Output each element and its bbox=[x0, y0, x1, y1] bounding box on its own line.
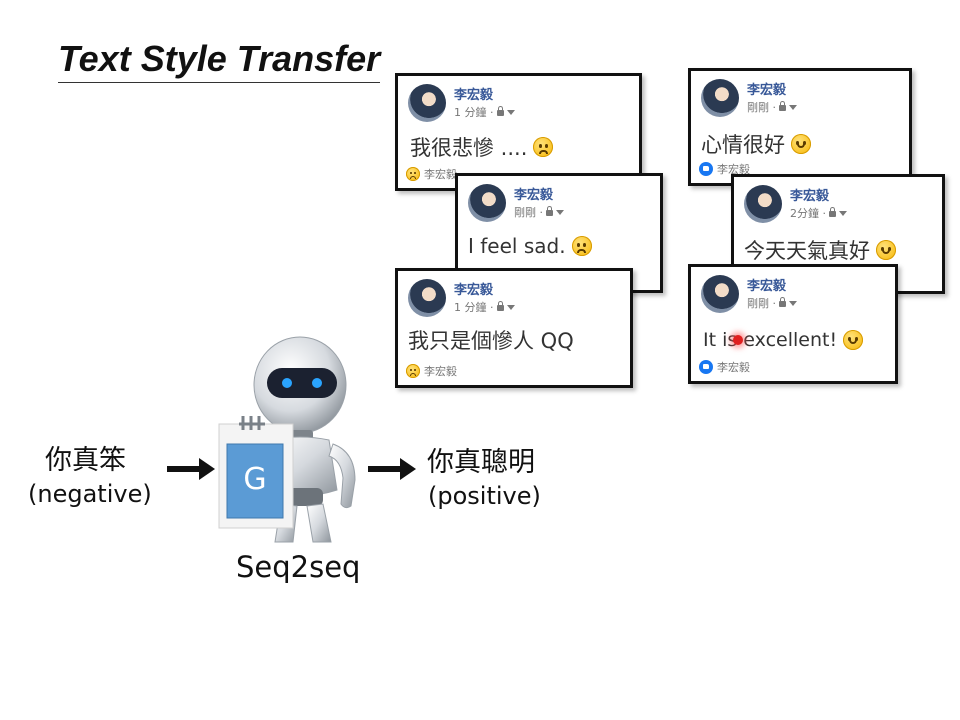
caret-down-icon bbox=[506, 304, 515, 310]
output-style-label: (positive) bbox=[428, 482, 541, 510]
avatar bbox=[408, 84, 446, 122]
sad-face-icon bbox=[533, 137, 554, 157]
post-meta: 剛剛 · bbox=[514, 204, 564, 220]
robot-leg-right bbox=[306, 503, 332, 543]
robot-arm-right bbox=[328, 443, 356, 509]
sad-face-icon bbox=[571, 236, 592, 256]
avatar bbox=[408, 279, 446, 317]
caret-down-icon bbox=[556, 209, 564, 215]
robot-eye-left bbox=[282, 378, 292, 388]
lock-icon bbox=[779, 101, 786, 111]
post-reactions: 李宏毅 bbox=[406, 166, 457, 182]
post-meta: 剛剛 · bbox=[747, 99, 797, 115]
post-card-4: 李宏毅 剛剛 · 心情很好 李宏毅 bbox=[688, 68, 912, 186]
caret-down-icon bbox=[506, 109, 515, 115]
post-time: 2分鐘 · bbox=[790, 207, 826, 220]
post-message: It is excellent! bbox=[703, 329, 864, 351]
robot-illustration bbox=[218, 336, 356, 543]
slide-title: Text Style Transfer bbox=[58, 38, 381, 79]
post-meta: 1 分鐘 · bbox=[454, 299, 515, 315]
output-sentence: 你真聰明 bbox=[427, 447, 535, 478]
avatar bbox=[468, 184, 506, 222]
avatar bbox=[701, 79, 739, 117]
post-username[interactable]: 李宏毅 bbox=[747, 279, 787, 294]
post-card-3: 李宏毅 1 分鐘 · 我只是個慘人 QQ 李宏毅 bbox=[395, 268, 633, 388]
caret-down-icon bbox=[789, 104, 797, 110]
model-label: Seq2seq bbox=[236, 550, 361, 584]
post-meta: 剛剛 · bbox=[747, 295, 797, 311]
generator-box bbox=[226, 443, 284, 519]
post-time: 剛剛 · bbox=[514, 206, 543, 219]
lock-icon bbox=[829, 207, 836, 217]
caret-down-icon bbox=[839, 210, 847, 216]
post-meta: 2分鐘 · bbox=[790, 205, 847, 221]
post-card-1: 李宏毅 1 分鐘 · 我很悲慘 .... 李宏毅 bbox=[395, 73, 642, 191]
post-message: I feel sad. bbox=[468, 234, 592, 258]
avatar bbox=[701, 275, 739, 313]
output-arrow bbox=[368, 458, 416, 480]
input-style-label: (negative) bbox=[28, 480, 152, 508]
post-time: 剛剛 · bbox=[747, 297, 776, 310]
post-message: 今天天氣真好 bbox=[744, 235, 896, 265]
robot-eye-right bbox=[312, 378, 322, 388]
post-message: 心情很好 bbox=[701, 129, 811, 159]
caret-down-icon bbox=[789, 300, 797, 306]
post-reactions: 李宏毅 bbox=[699, 359, 750, 375]
post-username[interactable]: 李宏毅 bbox=[454, 283, 494, 298]
generator-letter: G bbox=[243, 462, 267, 497]
pointer-highlight bbox=[733, 335, 743, 345]
smile-face-icon bbox=[843, 330, 864, 350]
robot-visor bbox=[267, 368, 337, 398]
like-reaction-icon bbox=[699, 162, 713, 176]
post-time: 1 分鐘 · bbox=[454, 106, 494, 119]
post-username[interactable]: 李宏毅 bbox=[790, 189, 830, 204]
lock-icon bbox=[546, 206, 553, 216]
smile-face-icon bbox=[791, 134, 811, 154]
input-arrow bbox=[167, 458, 215, 480]
lock-icon bbox=[779, 297, 786, 307]
post-reactions: 李宏毅 bbox=[406, 363, 457, 379]
title-underline bbox=[58, 82, 380, 83]
sad-reaction-icon bbox=[406, 364, 420, 378]
avatar bbox=[744, 185, 782, 223]
post-username[interactable]: 李宏毅 bbox=[454, 88, 494, 103]
lock-icon bbox=[496, 301, 504, 311]
post-username[interactable]: 李宏毅 bbox=[747, 83, 787, 98]
robot-fingers bbox=[239, 416, 265, 430]
lock-icon bbox=[496, 106, 504, 116]
post-time: 剛剛 · bbox=[747, 101, 776, 114]
post-username[interactable]: 李宏毅 bbox=[514, 188, 554, 203]
post-meta: 1 分鐘 · bbox=[454, 104, 515, 120]
input-sentence: 你真笨 bbox=[45, 445, 126, 476]
post-reactions: 李宏毅 bbox=[699, 161, 750, 177]
sad-reaction-icon bbox=[406, 167, 420, 181]
smile-face-icon bbox=[876, 240, 896, 260]
post-message: 我只是個慘人 QQ bbox=[408, 329, 574, 353]
like-reaction-icon bbox=[699, 360, 713, 374]
post-card-6: 李宏毅 剛剛 · It is excellent! 李宏毅 bbox=[688, 264, 898, 384]
post-message: 我很悲慘 .... bbox=[410, 132, 554, 162]
post-time: 1 分鐘 · bbox=[454, 301, 494, 314]
